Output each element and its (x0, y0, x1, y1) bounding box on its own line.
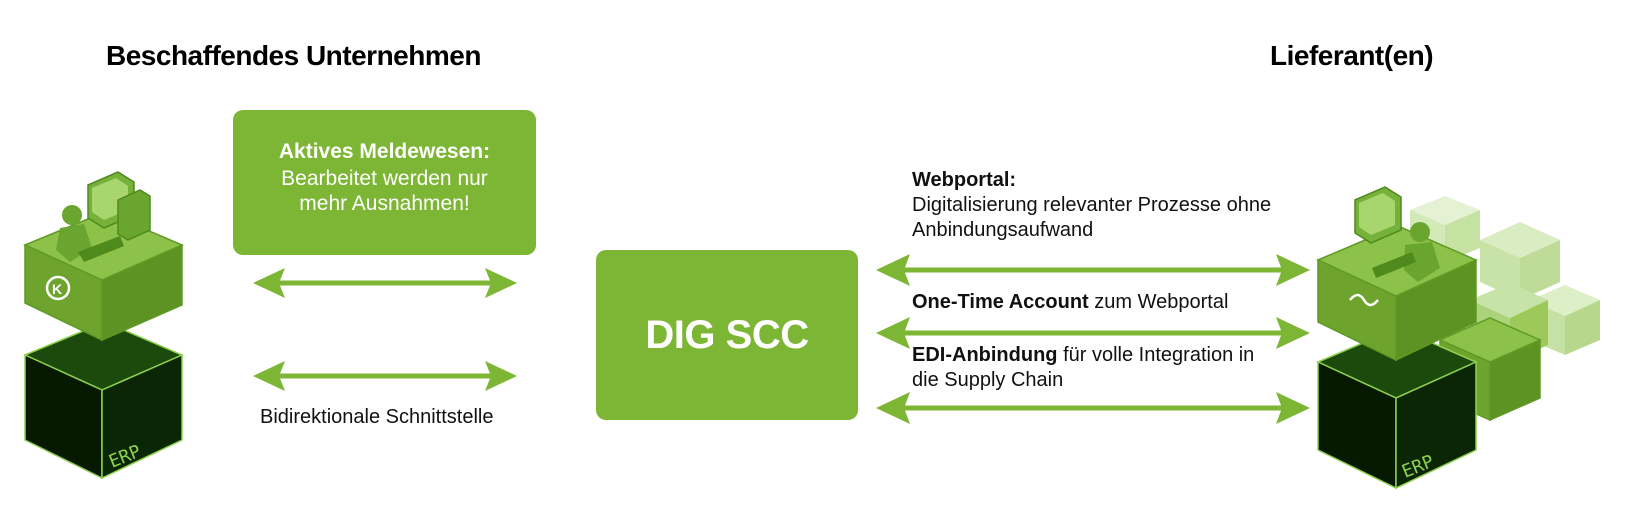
webportal-line1: Digitalisierung relevanter Prozesse ohne (912, 194, 1272, 216)
left-cube-stack-icon: ERP K (23, 171, 184, 480)
right-arrow-3 (876, 392, 1310, 424)
active-reporting-body: Bearbeitet werden nur mehr Ausnahmen! (281, 167, 488, 215)
left-arrow-bottom (253, 361, 517, 391)
webportal-line2: Anbindungsaufwand (912, 219, 1094, 241)
edi-bold: EDI-Anbindung (912, 344, 1058, 366)
left-arrow-top (253, 268, 517, 298)
right-cube-stack-icon: ERP (1316, 186, 1600, 490)
edi-line2: die Supply Chain (912, 369, 1064, 391)
right-arrow-2 (876, 317, 1310, 349)
edi-rest: für volle Integration in (1057, 344, 1255, 366)
dig-scc-box: DIG SCC (596, 250, 858, 420)
right-arrow-1 (876, 254, 1310, 286)
left-heading: Beschaffendes Unternehmen (106, 40, 481, 71)
webportal-text: Webportal: Digitalisierung relevanter Pr… (912, 168, 1271, 243)
right-heading: Lieferant(en) (1270, 40, 1434, 71)
onetime-text: One-Time Account zum Webportal (912, 290, 1228, 315)
dig-scc-label: DIG SCC (645, 312, 809, 357)
onetime-bold: One-Time Account (912, 291, 1089, 313)
bidirectional-label: Bidirektionale Schnittstelle (260, 406, 494, 428)
active-reporting-title: Aktives Meldewesen: (278, 140, 491, 163)
edi-text: EDI-Anbindung für volle Integration in d… (912, 343, 1254, 393)
active-reporting-box: Aktives Meldewesen: Bearbeitet werden nu… (233, 110, 536, 255)
svg-text:K: K (52, 281, 62, 297)
onetime-rest: zum Webportal (1088, 291, 1229, 313)
webportal-title: Webportal: (912, 169, 1017, 191)
